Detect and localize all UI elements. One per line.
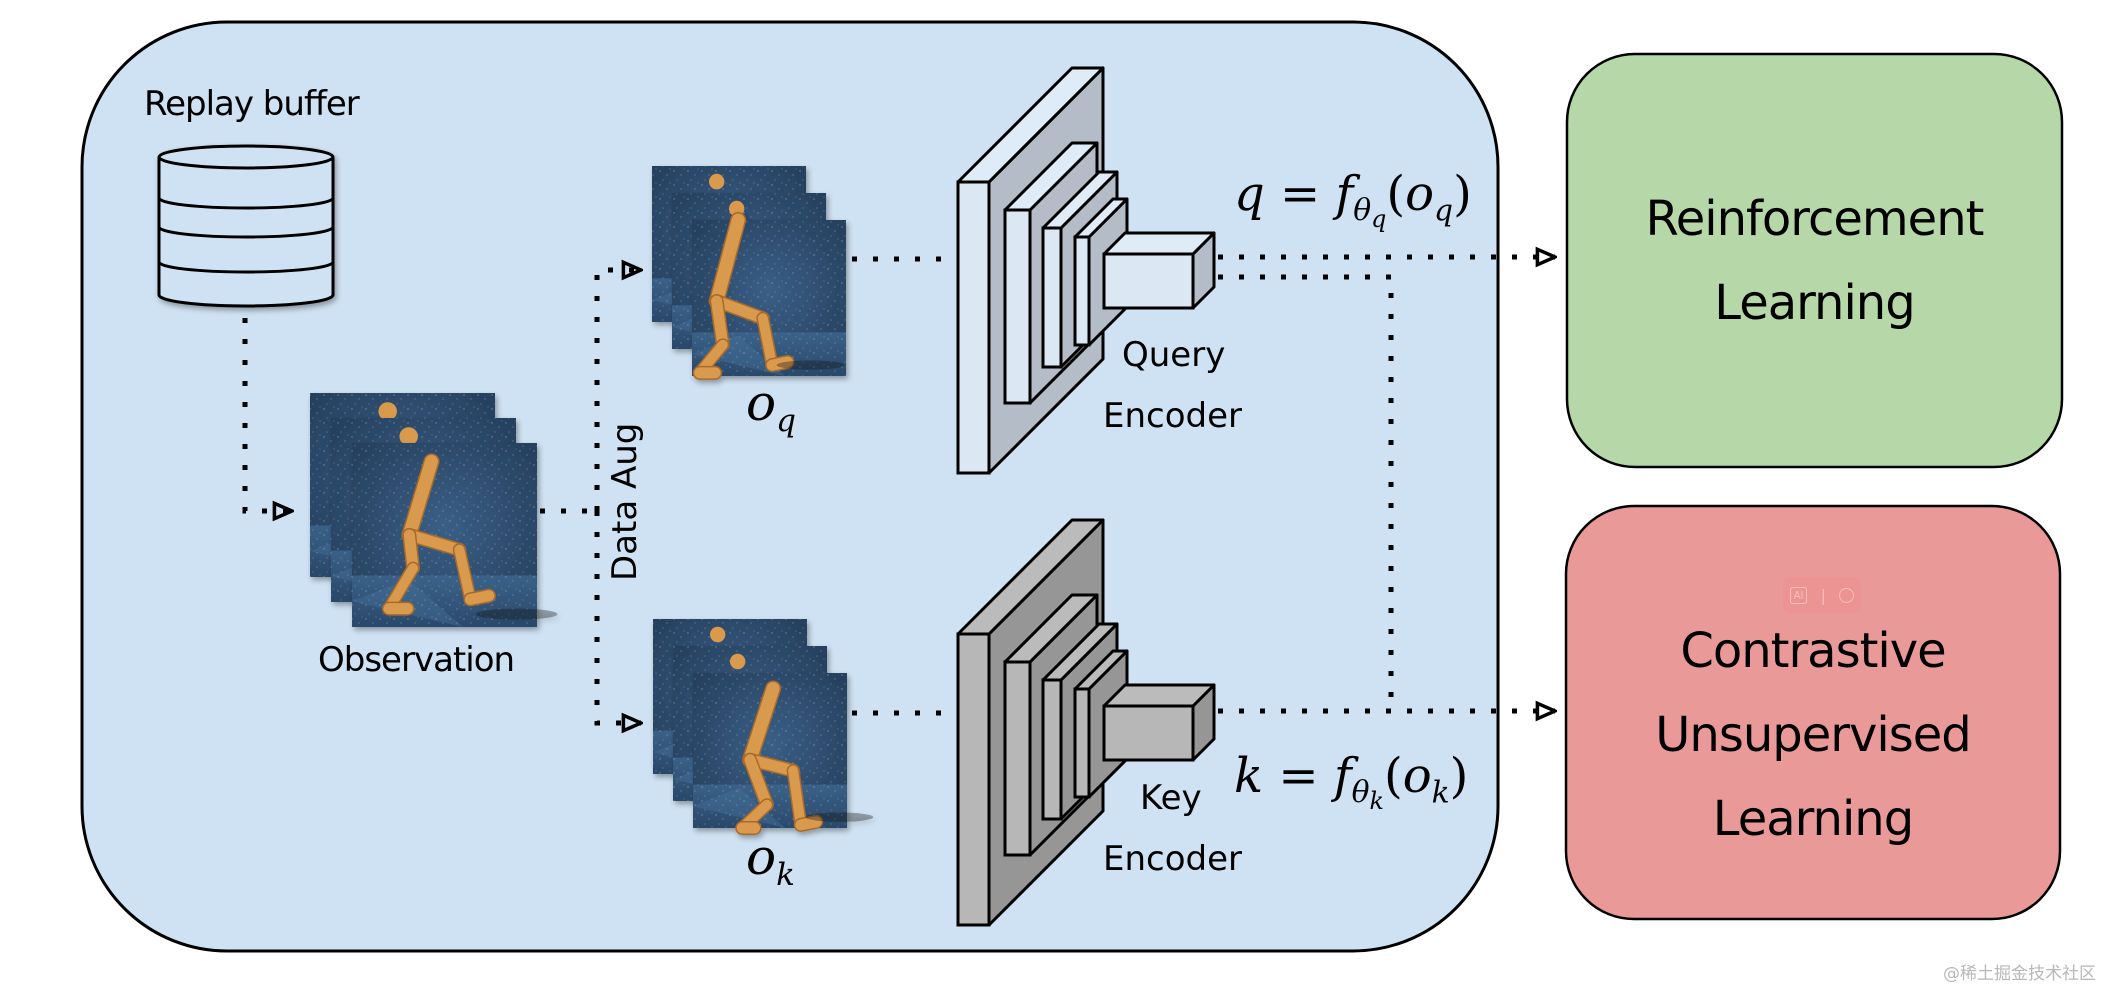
encoder-layer [1102,231,1216,310]
image-hover-toolbar[interactable]: AI | [1783,577,1861,613]
cul-box [1564,504,2062,921]
formula-theta: θ [1353,193,1372,229]
formula-q: q [1234,166,1265,222]
rl-box-label: Reinforcement Learning [1567,54,2062,467]
replay-buffer-label: Replay buffer [144,84,360,124]
ok-label: ok [746,828,795,893]
formula-theta: θ [1351,775,1370,811]
rl-box [1565,52,2064,469]
agent-limb [711,295,769,324]
query-encoder-label-line2: Encoder [1103,396,1243,436]
formula-f: f [1333,748,1352,804]
watermark: @稀土掘金技术社区 [1943,964,2096,984]
rl-line-1: Reinforcement [1645,190,1985,247]
key-formula: k = fθk(ok) [1234,748,1469,816]
query-encoder-label-line1: Query [1122,335,1226,375]
dotted-connectors [242,257,1555,723]
formula-arg-sub: k [1431,775,1450,811]
data-aug-label: Data Aug [605,422,645,581]
agent-head [708,173,725,190]
formula-arg-sub: q [1434,193,1454,229]
key-encoder-label-line1: Key [1140,778,1202,818]
ok-base: o [746,828,777,886]
agent-head [709,626,726,643]
observation-frame [352,443,558,627]
formula-theta-sub: k [1369,787,1384,816]
oq-label: oq [746,374,796,439]
agent-limb [464,590,495,605]
query-encoder-icon [956,66,1216,475]
observation-frame-stack [310,393,558,627]
observation-frame [693,673,874,835]
formula-eq: = [1278,748,1319,804]
query-formula: q = fθq(oq) [1234,166,1472,234]
rl-line-2: Learning [1714,274,1915,331]
key-encoder-label-line2: Encoder [1103,839,1243,879]
ok-subscript: k [776,856,795,893]
agent-limb [402,454,439,542]
cul-line-2: Unsupervised [1655,707,1971,763]
agent-head [729,653,746,670]
query-to-cul-branch-connector [1218,274,1394,711]
formula-eq: = [1280,166,1321,222]
agent-head [399,427,418,446]
oq-base: o [746,374,777,432]
observation-label: Observation [318,640,515,680]
formula-k: k [1234,748,1264,804]
aug-to-ok-connector [594,511,641,723]
ok-frame-stack [653,619,874,835]
agent-limb [403,529,465,556]
agent-limb [711,295,729,351]
agent-limb [795,816,822,831]
agent-limb [788,765,806,830]
oq-frame-stack [652,166,846,380]
oq-subscript: q [776,402,796,439]
encoder-layer [1102,683,1216,762]
agent-limb [757,313,778,371]
formula-arg: o [1405,166,1435,222]
cul-box-label: Contrastive Unsupervised Learning [1566,550,2060,920]
buffer-to-observation-connector [242,318,292,511]
agent-limb [454,544,476,605]
database-icon [157,144,335,308]
search-icon[interactable] [1839,587,1855,603]
key-encoder-icon [956,518,1216,927]
agent-limb [743,682,780,767]
cul-line-3: Learning [1712,791,1914,847]
agent-limb [710,213,745,308]
formula-theta-sub: q [1371,205,1387,234]
formula-arg: o [1402,748,1432,804]
toolbar-divider: | [1820,585,1826,605]
observation-frame [692,212,846,380]
formula-f: f [1335,166,1354,222]
ai-icon[interactable]: AI [1789,586,1808,604]
agent-limb [744,754,773,811]
cul-line-1: Contrastive [1680,623,1946,679]
agent-head [378,402,397,421]
